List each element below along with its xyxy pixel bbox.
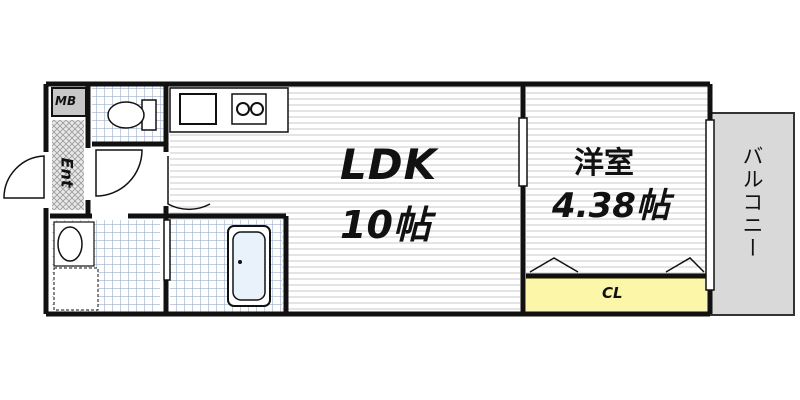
western-room-floor <box>526 86 708 276</box>
bathtub-drain <box>238 260 242 264</box>
ldk-size: 10帖 <box>340 203 431 247</box>
western-room-sliding-door <box>518 117 528 187</box>
closet-door <box>529 257 705 273</box>
balcony-window <box>705 119 715 291</box>
toilet-door <box>95 149 143 197</box>
walls <box>43 81 713 317</box>
ldk-label: LDK <box>340 140 438 189</box>
entrance-label: Ent <box>57 157 77 188</box>
closet-area <box>526 276 708 312</box>
doors <box>3 117 715 291</box>
stove-burner <box>236 102 250 116</box>
bathtub-basin <box>232 231 266 301</box>
entrance-floor <box>52 120 84 210</box>
washbasin-bowl <box>57 226 83 262</box>
western-room-label: 洋室 <box>574 146 634 181</box>
balcony-label: バルコニー <box>740 145 764 260</box>
washing-machine-space <box>53 267 99 311</box>
balcony-area <box>709 112 795 316</box>
stove-burner <box>250 102 264 116</box>
meter-box-label: MB <box>55 94 77 108</box>
kitchen-sink <box>179 93 217 125</box>
western-room-size: 4.38帖 <box>552 186 670 226</box>
toilet-bowl <box>107 101 145 129</box>
entrance-door <box>3 155 45 199</box>
ldk-door <box>167 156 211 211</box>
bathroom-door <box>163 219 171 281</box>
closet-label: CL <box>602 284 623 302</box>
